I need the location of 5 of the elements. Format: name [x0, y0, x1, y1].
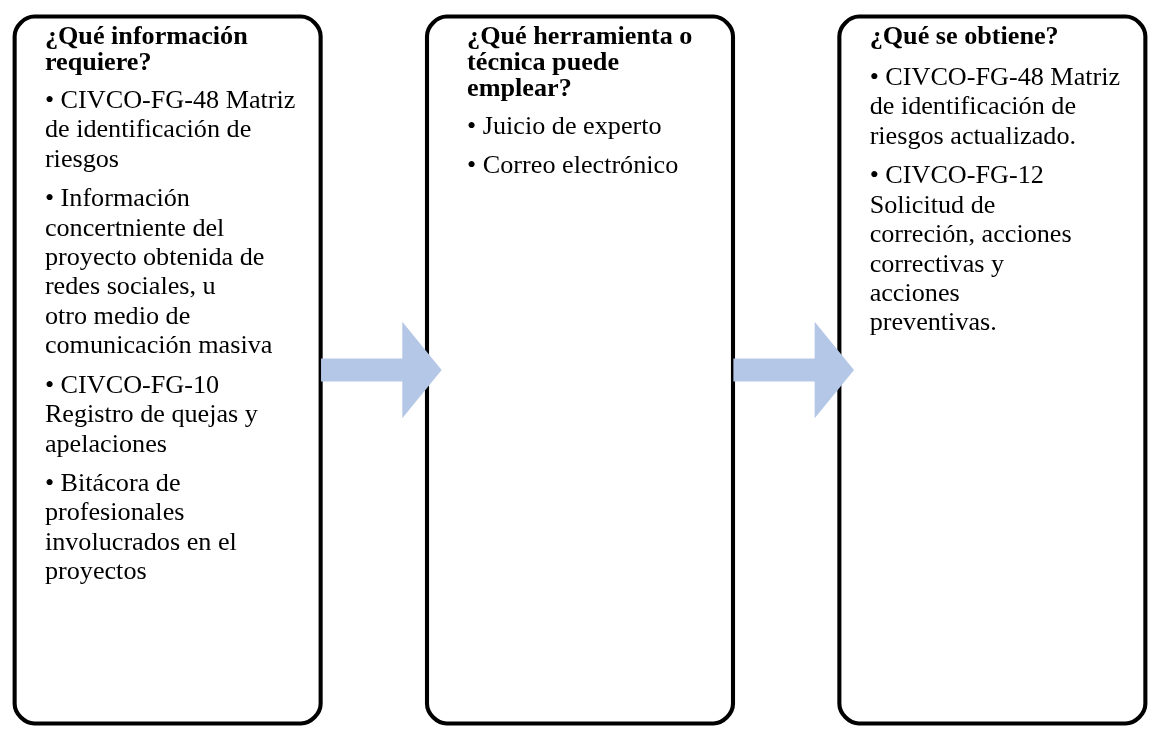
arrow	[321, 321, 442, 419]
node-box: ¿Qué herramienta o técnica puede emplear? • Juicio de experto • Correo electrónico	[424, 14, 736, 726]
node-box: ¿Qué información requiere? • CIVCO-FG-48 Matriz de identificación de riesgos • Información concertniente del proyecto obtenida de redes sociales, u otro medio de comunicación masiva • CIVCO-FG-10 Registro de quejas y apelaciones • Bitácora de profesionales involucrados en el proyectos	[12, 14, 323, 726]
arrow	[733, 321, 854, 419]
node-box: ¿Qué se obtiene? • CIVCO-FG-48 Matriz de identificación de riesgos actualizado. • CIVCO-FG-12 Solicitud de correción, acciones correctivas y acciones preventivas.	[837, 14, 1148, 726]
